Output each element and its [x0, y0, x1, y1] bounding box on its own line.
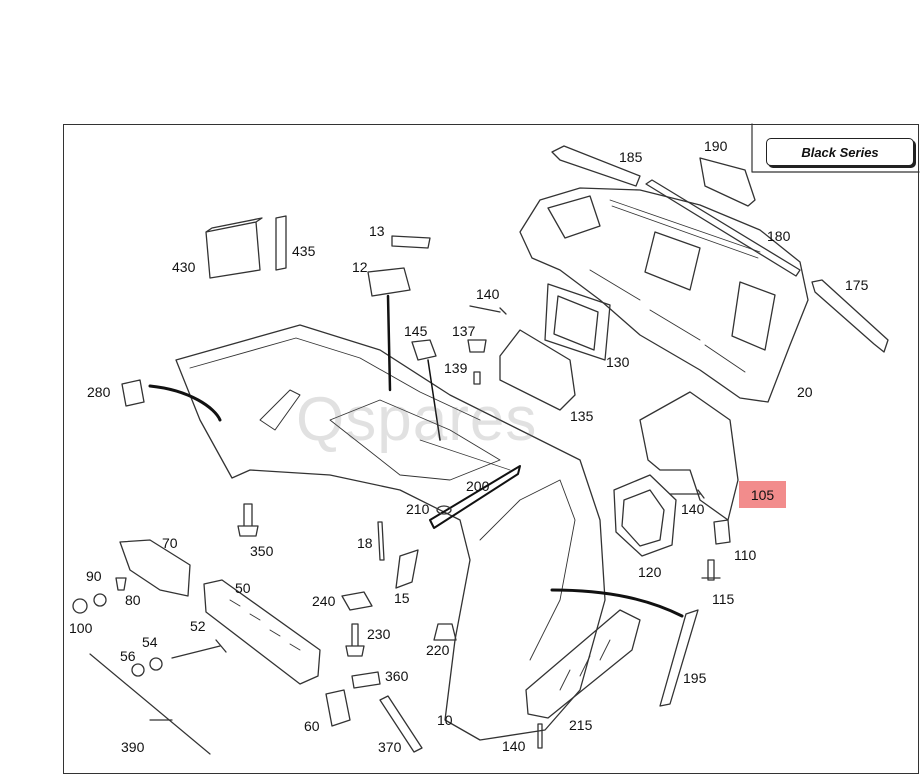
- callout-370[interactable]: 370: [378, 739, 402, 755]
- part-100: [72, 598, 88, 614]
- callout-185[interactable]: 185: [619, 149, 643, 165]
- rear-diffuser-part-20: [519, 187, 809, 403]
- callout-139[interactable]: 139: [444, 360, 468, 376]
- rail-50: [203, 579, 321, 685]
- part-56: [131, 663, 145, 677]
- callout-90[interactable]: 90: [86, 568, 102, 584]
- callout-175[interactable]: 175: [845, 277, 869, 293]
- bracket-130: [544, 283, 611, 361]
- part-220: [433, 623, 457, 641]
- bumper-cover-part-10: [175, 324, 606, 741]
- trim-strip-175: [811, 279, 889, 353]
- part-210: [436, 505, 452, 515]
- callout-135[interactable]: 135: [570, 408, 594, 424]
- callout-210[interactable]: 210: [406, 501, 430, 517]
- trim-strip-185: [551, 145, 641, 187]
- part-54: [149, 657, 163, 671]
- callout-200[interactable]: 200: [466, 478, 490, 494]
- callout-60[interactable]: 60: [304, 718, 320, 734]
- part-13: [391, 235, 431, 249]
- part-139: [473, 371, 481, 385]
- part-430: [205, 217, 263, 279]
- part-90: [93, 593, 107, 607]
- part-435: [275, 215, 287, 271]
- part-145: [411, 339, 437, 361]
- clip-240: [341, 591, 373, 611]
- callout-350[interactable]: 350: [250, 543, 274, 559]
- pin-18: [377, 521, 385, 561]
- callout-230[interactable]: 230: [367, 626, 391, 642]
- callout-280[interactable]: 280: [87, 384, 111, 400]
- callout-220[interactable]: 220: [426, 642, 450, 658]
- bracket-70: [119, 539, 191, 597]
- callout-195[interactable]: 195: [683, 670, 707, 686]
- callout-145[interactable]: 145: [404, 323, 428, 339]
- callout-12[interactable]: 12: [352, 259, 368, 275]
- callout-140-bottom[interactable]: 140: [502, 738, 526, 754]
- strip-195: [659, 609, 699, 707]
- callout-13[interactable]: 13: [369, 223, 385, 239]
- part-140-top: [469, 305, 507, 315]
- part-140-bottom: [537, 723, 543, 749]
- bracket-15: [395, 549, 419, 589]
- black-series-badge: Black Series: [766, 138, 914, 166]
- callout-110[interactable]: 110: [734, 547, 757, 563]
- screw-230: [345, 623, 365, 657]
- callout-215[interactable]: 215: [569, 717, 593, 733]
- bracket-135: [499, 329, 576, 411]
- callout-18[interactable]: 18: [357, 535, 373, 551]
- grille-215: [525, 609, 641, 719]
- callout-435[interactable]: 435: [292, 243, 316, 259]
- callout-180[interactable]: 180: [767, 228, 791, 244]
- part-140-right: [669, 489, 705, 499]
- part-80: [115, 577, 127, 591]
- callout-140-right[interactable]: 140: [681, 501, 705, 517]
- part-12: [367, 267, 411, 297]
- leader-390: [89, 653, 211, 755]
- callout-70[interactable]: 70: [162, 535, 178, 551]
- callout-50[interactable]: 50: [235, 580, 251, 596]
- callout-137[interactable]: 137: [452, 323, 476, 339]
- trim-piece-190: [699, 157, 756, 207]
- callout-54[interactable]: 54: [142, 634, 158, 650]
- callout-15[interactable]: 15: [394, 590, 410, 606]
- part-137: [467, 339, 487, 353]
- strip-200: [429, 465, 521, 529]
- callout-20[interactable]: 20: [797, 384, 813, 400]
- part-280: [121, 379, 145, 407]
- callout-80[interactable]: 80: [125, 592, 141, 608]
- part-115: [701, 559, 721, 581]
- bolt-52: [171, 639, 227, 659]
- trim-strip-180: [645, 179, 801, 277]
- callout-360[interactable]: 360: [385, 668, 409, 684]
- highlighted-part-label[interactable]: 105: [739, 481, 786, 508]
- callout-52[interactable]: 52: [190, 618, 206, 634]
- callout-390[interactable]: 390: [121, 739, 145, 755]
- callout-10[interactable]: 10: [437, 712, 453, 728]
- callout-240[interactable]: 240: [312, 593, 336, 609]
- callout-56[interactable]: 56: [120, 648, 136, 664]
- callout-130[interactable]: 130: [606, 354, 630, 370]
- callout-115[interactable]: 115: [712, 591, 735, 607]
- part-350: [237, 503, 259, 537]
- part-110: [713, 519, 731, 545]
- part-120: [613, 474, 677, 557]
- part-60: [325, 689, 351, 727]
- callout-120[interactable]: 120: [638, 564, 662, 580]
- bracket-105: [639, 391, 739, 521]
- strip-370: [379, 695, 423, 753]
- callout-430[interactable]: 430: [172, 259, 196, 275]
- callout-190[interactable]: 190: [704, 138, 728, 154]
- callout-140-top[interactable]: 140: [476, 286, 500, 302]
- callout-100[interactable]: 100: [69, 620, 93, 636]
- part-360: [351, 671, 381, 689]
